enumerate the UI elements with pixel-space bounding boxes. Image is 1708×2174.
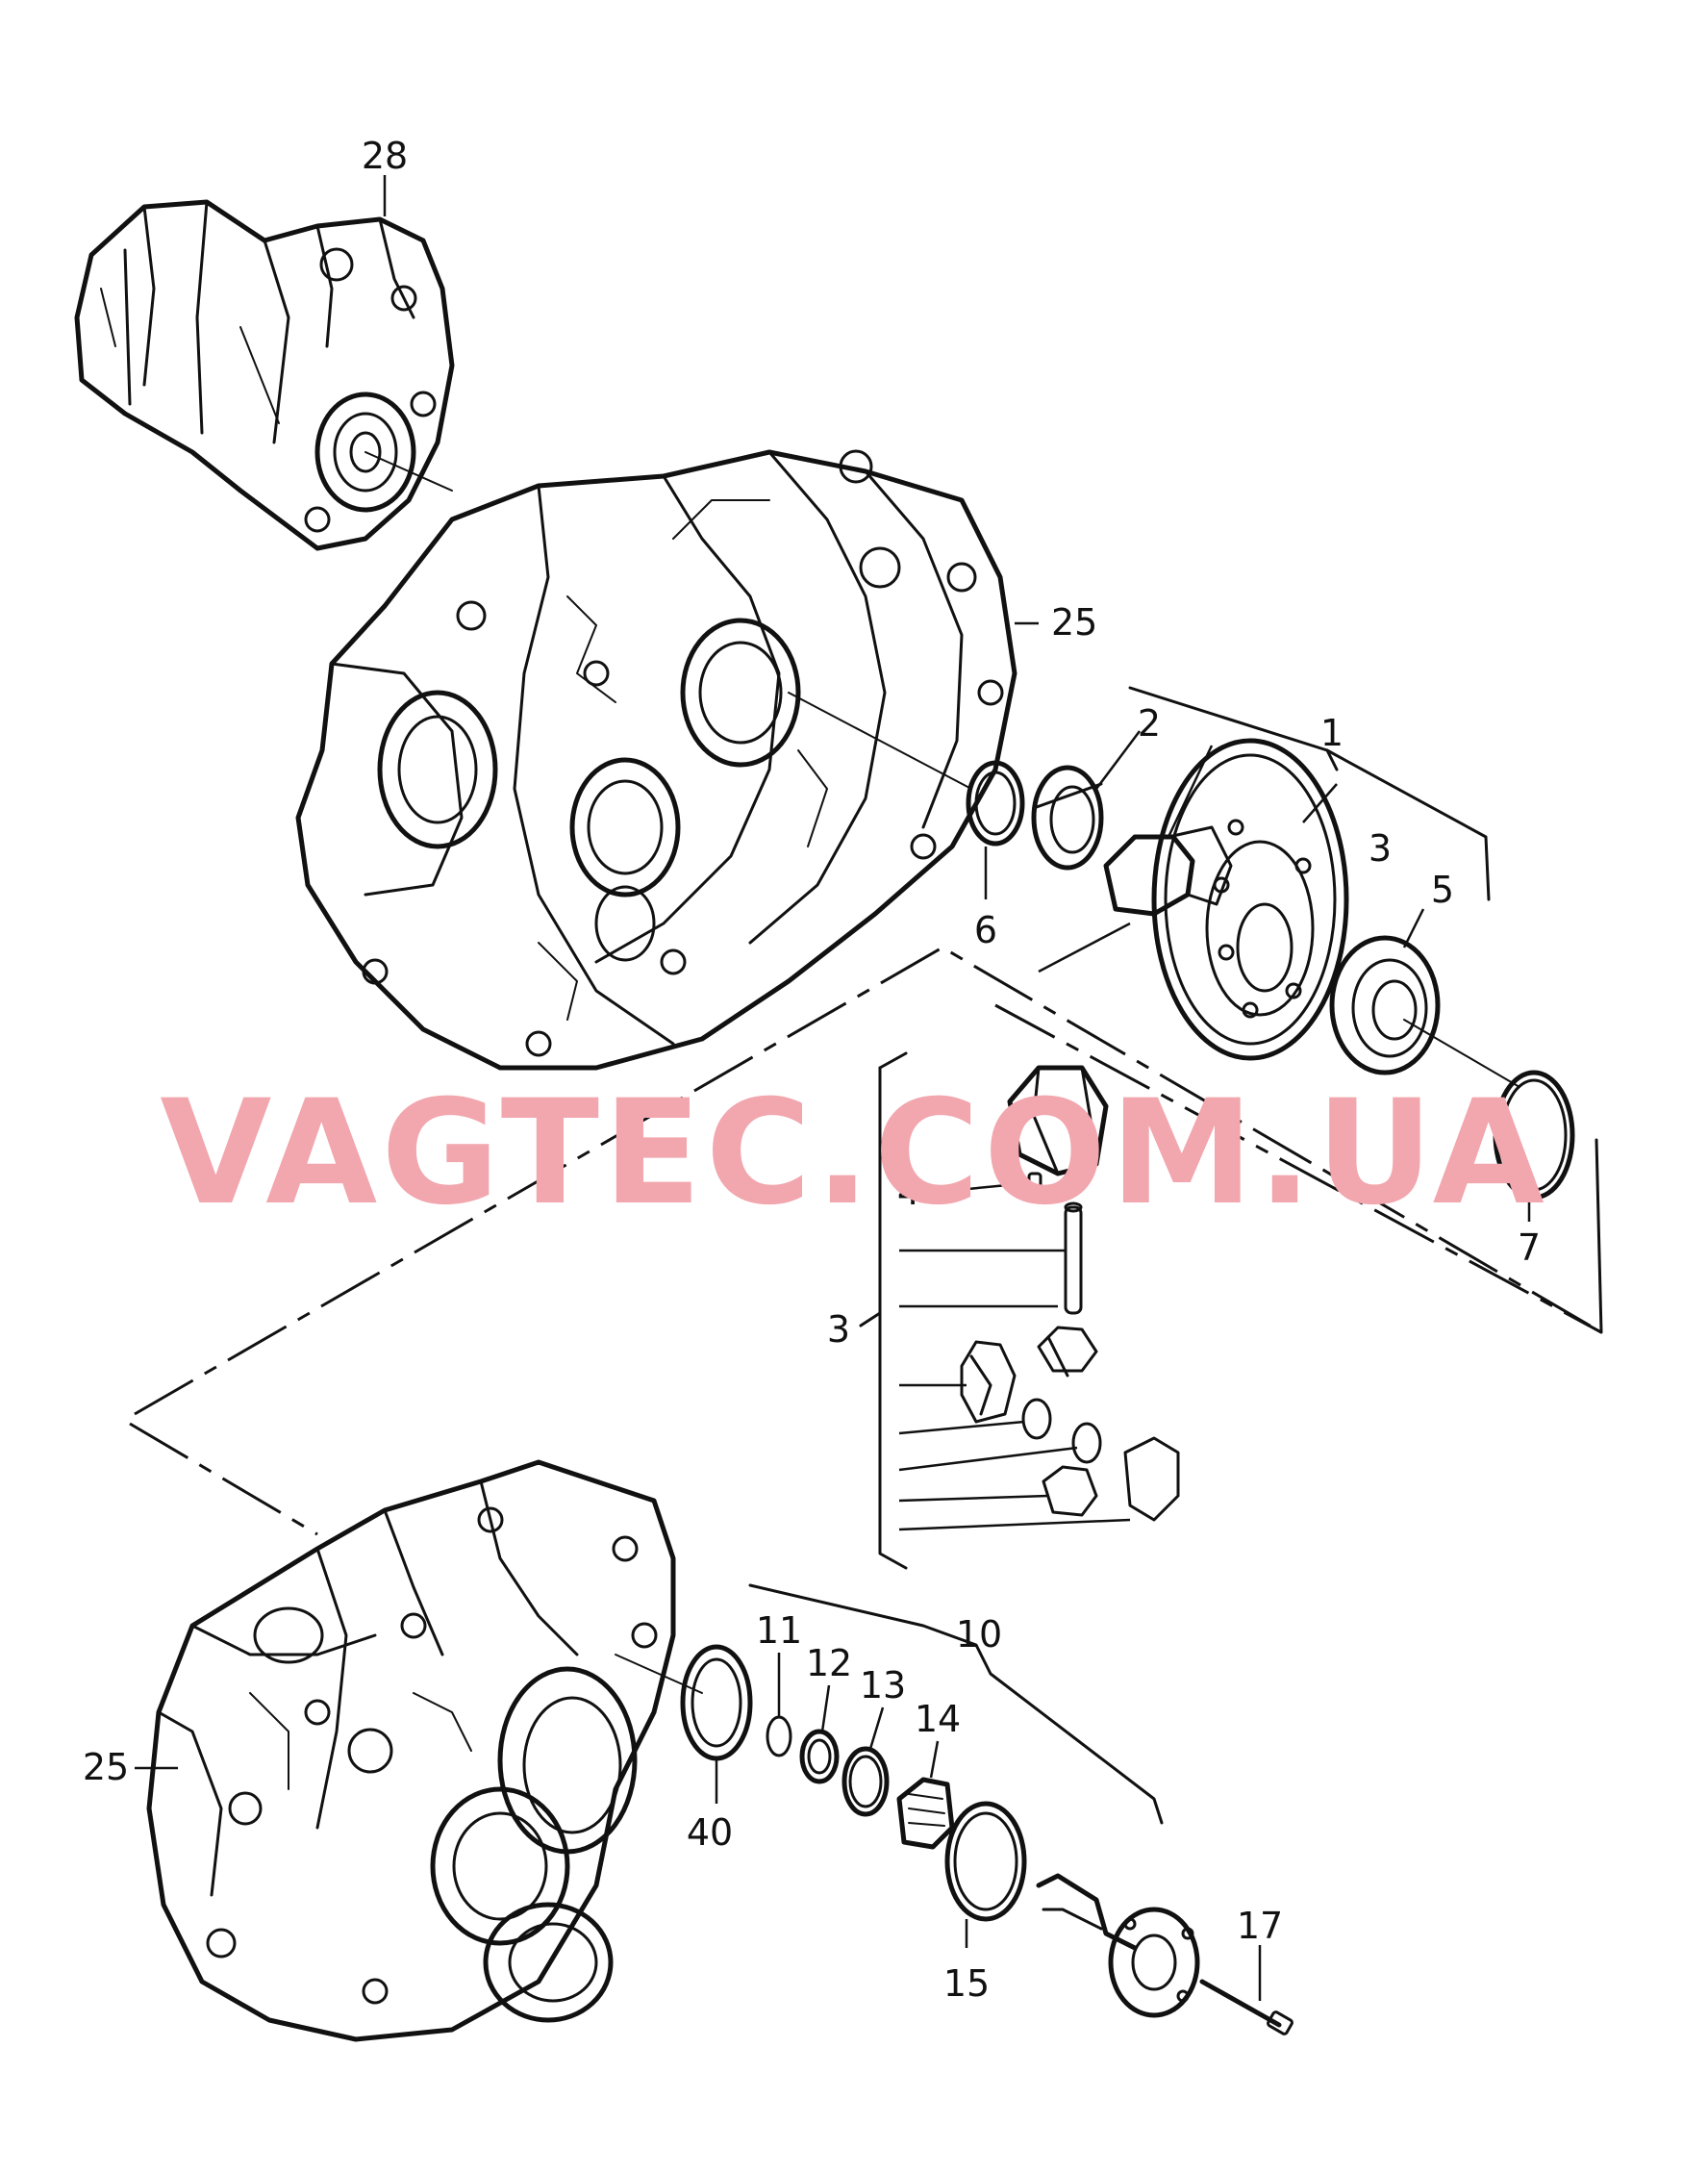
callout-11: 11 xyxy=(756,1609,802,1652)
part-7-shim-ring xyxy=(1493,1070,1575,1201)
part-1-differential-assembly xyxy=(966,738,1575,1201)
part-25-transmission-housing-top xyxy=(295,449,1017,1071)
callout-28: 28 xyxy=(362,135,408,177)
differential-shaft xyxy=(1064,1205,1083,1315)
watermark-text: VAGTEC.COM.UA xyxy=(160,1070,1547,1237)
part-40-oil-seal xyxy=(680,1644,753,1761)
callout-25-top: 25 xyxy=(1051,601,1097,644)
callout-15: 15 xyxy=(943,1962,990,2005)
callout-5: 5 xyxy=(1431,869,1454,911)
group-brackets xyxy=(748,686,1603,1825)
part-28-transfer-case xyxy=(74,199,455,551)
callout-3-left: 3 xyxy=(827,1308,850,1351)
dashed-guide-lines xyxy=(129,946,1602,1536)
callout-40: 40 xyxy=(687,1811,733,1854)
callout-6: 6 xyxy=(974,909,997,951)
part-3-differential-internals xyxy=(960,1065,1180,1522)
callout-12: 12 xyxy=(806,1642,852,1684)
part-2-taper-bearing xyxy=(1031,765,1104,871)
callout-17: 17 xyxy=(1237,1905,1283,1947)
callout-2: 2 xyxy=(1138,702,1161,745)
part-25-transmission-housing-bottom xyxy=(146,1459,703,2042)
differential-cage xyxy=(1007,1065,1109,1176)
part-11-circlip xyxy=(766,1715,792,1757)
callout-7: 7 xyxy=(1518,1226,1541,1269)
crown-gear xyxy=(1151,738,1349,1061)
part-5-bearing xyxy=(1329,935,1441,1075)
callout-13: 13 xyxy=(860,1664,906,1706)
drive-flange xyxy=(1108,1907,1200,2018)
part-17-bolt xyxy=(1199,1979,1282,2028)
callout-4: 4 xyxy=(897,1171,920,1213)
callout-labels: 28 25 2 1 3 5 6 4 7 3 10 11 12 13 14 25 … xyxy=(83,135,1541,2005)
callout-10: 10 xyxy=(956,1613,1002,1656)
callout-3-right: 3 xyxy=(1369,827,1392,870)
part-13-thrust-washer xyxy=(841,1746,890,1817)
part-4-pin xyxy=(1027,1172,1042,1195)
part-12-ring xyxy=(799,1729,840,1784)
part-6-seal-ring xyxy=(966,760,1025,847)
callout-25-bottom: 25 xyxy=(83,1746,129,1788)
callout-1: 1 xyxy=(1320,712,1344,754)
part-15-shim xyxy=(944,1801,1027,1922)
leader-lines xyxy=(135,175,1531,2001)
part-10-flange-shaft-assembly xyxy=(680,1644,1294,2035)
callout-14: 14 xyxy=(915,1698,961,1740)
